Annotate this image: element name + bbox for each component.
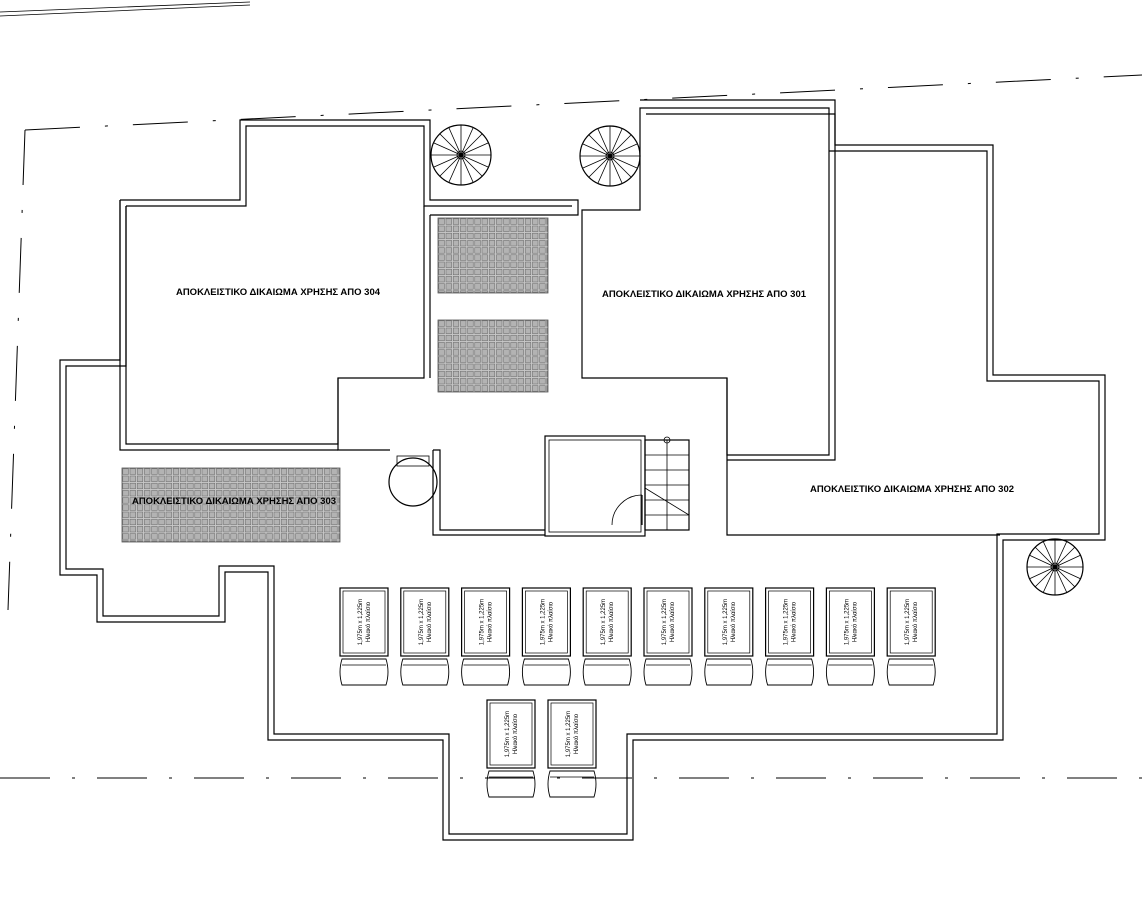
panel-type-label: Ηλιακό πλαίσιο — [730, 601, 737, 642]
label-room-304: ΑΠΟΚΛΕΙΣΤΙΚΟ ΔΙΚΑΙΩΜΑ ΧΡΗΣΗΣ ΑΠΟ 304 — [176, 287, 381, 298]
tiled-area-top — [437, 217, 549, 294]
panel-size-label: 1,975m x 1,225m — [601, 599, 607, 645]
panel-type-label: Ηλιακό πλαίσιο — [608, 601, 615, 642]
stair-box — [544, 435, 690, 537]
panel-type-label: Ηλιακό πλαίσιο — [669, 601, 676, 642]
spiral-stair-mid — [388, 455, 438, 507]
spiral-stair-right — [1026, 538, 1084, 596]
corridor-outline — [337, 215, 1000, 536]
panel-type-label: Ηλιακό πλαίσιο — [365, 601, 372, 642]
panel-size-label: 1,975m x 1,225m — [358, 599, 364, 645]
spiral-stair-top-left — [430, 124, 492, 186]
panel-type-label: Ηλιακό πλαίσιο — [851, 601, 858, 642]
panel-type-label: Ηλιακό πλαίσιο — [791, 601, 798, 642]
panel-size-label: 1,975m x 1,225m — [540, 599, 546, 645]
spiral-stair-top-right — [579, 125, 641, 187]
panel-type-label: Ηλιακό πλαίσιο — [573, 713, 580, 754]
label-room-301: ΑΠΟΚΛΕΙΣΤΙΚΟ ΔΙΚΑΙΩΜΑ ΧΡΗΣΗΣ ΑΠΟ 301 — [602, 289, 807, 300]
tiled-area-middle — [437, 319, 549, 393]
panel-size-label: 1,975m x 1,225m — [419, 599, 425, 645]
panel-size-label: 1,975m x 1,225m — [905, 599, 911, 645]
panel-size-label: 1,975m x 1,225m — [505, 711, 511, 757]
panel-type-label: Ηλιακό πλαίσιο — [912, 601, 919, 642]
property-boundary — [0, 74, 1142, 779]
border-fragment — [0, 1, 251, 17]
panel-size-label: 1,975m x 1,225m — [844, 599, 850, 645]
panel-size-label: 1,975m x 1,225m — [480, 599, 486, 645]
label-room-303: ΑΠΟΚΛΕΙΣΤΙΚΟ ΔΙΚΑΙΩΜΑ ΧΡΗΣΗΣ ΑΠΟ 303 — [132, 496, 336, 507]
tiled-area-303 — [121, 467, 341, 543]
panel-type-label: Ηλιακό πλαίσιο — [547, 601, 554, 642]
panel-size-label: 1,975m x 1,225m — [784, 599, 790, 645]
panel-type-label: Ηλιακό πλαίσιο — [512, 713, 519, 754]
panel-type-label: Ηλιακό πλαίσιο — [426, 601, 433, 642]
panel-size-label: 1,975m x 1,225m — [566, 711, 572, 757]
panel-type-label: Ηλιακό πλαίσιο — [487, 601, 494, 642]
tiled-areas — [121, 217, 549, 543]
panel-size-label: 1,975m x 1,225m — [723, 599, 729, 645]
roof-304-outline — [119, 200, 425, 451]
label-room-302: ΑΠΟΚΛΕΙΣΤΙΚΟ ΔΙΚΑΙΩΜΑ ΧΡΗΣΗΣ ΑΠΟ 302 — [810, 484, 1014, 495]
panel-size-label: 1,975m x 1,225m — [662, 599, 668, 645]
